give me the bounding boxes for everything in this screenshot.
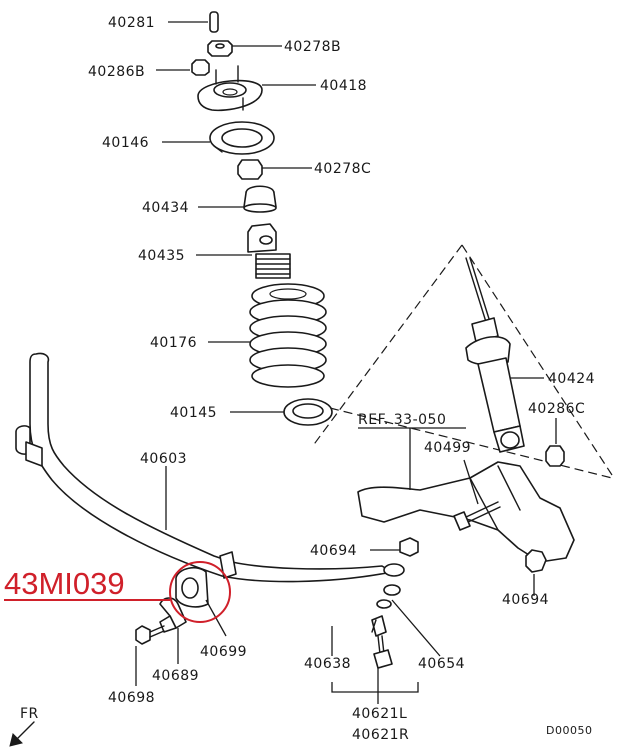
part-40434-bump-cap — [243, 185, 277, 213]
dashed-reference-line-lower — [461, 244, 613, 476]
highlight-part-number: 43MI039 — [4, 566, 125, 601]
part-40424-shock-absorber — [465, 257, 525, 453]
highlight-circle — [169, 561, 231, 623]
callout-40694-upper: 40694 — [310, 543, 357, 559]
fr-label: FR — [20, 706, 39, 722]
part-40146-spring-seat — [209, 121, 275, 155]
part-40281-pin — [209, 11, 219, 33]
callout-40434: 40434 — [142, 200, 189, 216]
callout-40689: 40689 — [152, 668, 199, 684]
callout-40278c: 40278C — [314, 161, 371, 177]
callout-40694-lower: 40694 — [502, 592, 549, 608]
part-40278b-nut — [207, 40, 233, 57]
part-40694-bushing-upper — [399, 537, 419, 557]
callout-40286c: 40286C — [528, 401, 585, 417]
dashed-reference-line-bottom — [329, 407, 613, 479]
callout-40146: 40146 — [102, 135, 149, 151]
part-40621-stabilizer-link — [371, 584, 401, 669]
callout-40499: 40499 — [424, 440, 471, 456]
part-40176-coil-spring — [249, 283, 327, 388]
callout-40603: 40603 — [140, 451, 187, 467]
part-40286b-nut — [191, 59, 210, 76]
callout-40145: 40145 — [170, 405, 217, 421]
part-40145-spring-pad — [283, 398, 333, 426]
callout-40286b: 40286B — [88, 64, 145, 80]
callout-40281: 40281 — [108, 15, 155, 31]
callout-40424: 40424 — [548, 371, 595, 387]
part-40435-bump-stopper — [247, 223, 291, 279]
steering-knuckle-reference — [357, 461, 575, 563]
callout-40654: 40654 — [418, 656, 465, 672]
callout-40278b: 40278B — [284, 39, 341, 55]
part-40689-bracket — [159, 597, 187, 633]
callout-40699: 40699 — [200, 644, 247, 660]
ref-label: REF. 33-050 — [358, 412, 446, 428]
part-40286c-nut — [545, 445, 565, 467]
callout-40418: 40418 — [320, 78, 367, 94]
callout-40435: 40435 — [138, 248, 185, 264]
callout-40621r: 40621R — [352, 727, 409, 743]
part-40499-bolt — [453, 501, 501, 531]
callout-40638: 40638 — [304, 656, 351, 672]
part-40418-strut-mount — [197, 65, 263, 112]
front-direction-arrow-icon — [9, 721, 35, 747]
callout-40698: 40698 — [108, 690, 155, 706]
part-40694-nut-lower — [525, 549, 547, 573]
figure-code: D00050 — [546, 724, 592, 737]
part-40698-bolt — [135, 625, 165, 645]
callout-40621l: 40621L — [352, 706, 407, 722]
part-40699-stabilizer-bushing — [175, 566, 209, 608]
callout-40176: 40176 — [150, 335, 197, 351]
part-40603-stabilizer-bar — [15, 352, 405, 583]
part-40278c-nut — [237, 159, 263, 180]
